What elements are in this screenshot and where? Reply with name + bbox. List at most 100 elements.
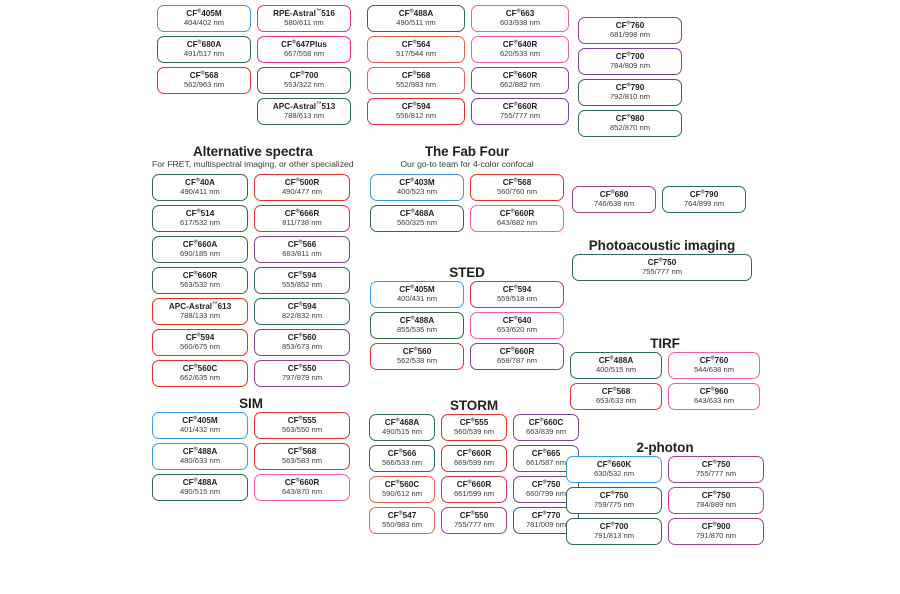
dye-name: CF®660R xyxy=(502,70,538,81)
trademark-symbol: ® xyxy=(195,177,200,184)
group-subtitle: For FRET, multispectral imaging, or othe… xyxy=(152,159,354,170)
dye-spectra: 643/633 nm xyxy=(693,396,735,406)
dye-name: CF®594 xyxy=(287,301,317,312)
dye-spectra: 566/533 nm xyxy=(381,458,423,468)
dye-spectra: 755/777 nm xyxy=(499,111,541,121)
trademark-symbol: ® xyxy=(516,8,521,15)
group-title: The Fab Four xyxy=(424,144,510,159)
dye-spectra: 755/777 nm xyxy=(641,267,683,277)
dye-spectra: 788/613 nm xyxy=(283,111,325,121)
dye-name: CF®700 xyxy=(615,51,645,62)
dye-name: CF®403M xyxy=(399,177,435,188)
dye-spectra: 580/611 nm xyxy=(284,18,324,28)
trademark-symbol: ® xyxy=(410,208,415,215)
dye-spectra: 404/402 nm xyxy=(183,18,225,28)
dye-name: CF®660R xyxy=(456,479,492,490)
dye-name: CF®594 xyxy=(401,101,431,112)
trademark-symbol: ® xyxy=(295,477,300,484)
dye-name: CF®660R xyxy=(182,270,218,281)
dye-spectra: 855/535 nm xyxy=(396,325,438,335)
dye-spectra: 690/185 nm xyxy=(179,249,221,259)
dye-name: CF®680A xyxy=(186,39,222,50)
trademark-symbol: ® xyxy=(193,363,198,370)
